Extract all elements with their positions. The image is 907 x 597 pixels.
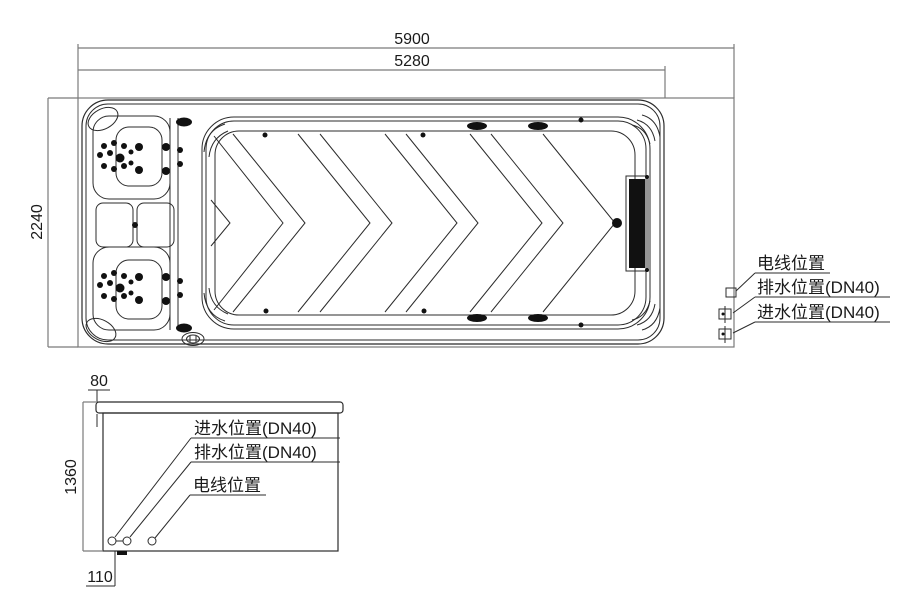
dimension-1360: [82, 401, 103, 552]
callout-inlet-side: 进水位置(DN40): [194, 419, 317, 438]
callout-inlet-top: 进水位置(DN40): [757, 303, 880, 322]
port-inlet: [107, 536, 117, 546]
console-divider: [169, 117, 192, 333]
callout-power-side: 电线位置: [193, 476, 261, 495]
pillow-bottom-left: [85, 317, 117, 343]
top-view-dimensions: [47, 44, 735, 348]
side-connection-ports: [107, 536, 157, 546]
swim-jet-unit: [625, 175, 649, 272]
dim-text-80: 80: [90, 373, 108, 390]
dim-text-110: 110: [87, 569, 113, 586]
callout-power-top: 电线位置: [757, 254, 825, 273]
inlet-connection-symbol: [718, 326, 732, 343]
corner-pillows: [85, 106, 119, 343]
top-view-leaders: [732, 272, 890, 334]
lane-end-marker: [612, 218, 622, 228]
seat-top: [92, 115, 171, 200]
power-connection-symbol: [725, 287, 737, 298]
callout-drain-top: 排水位置(DN40): [757, 278, 880, 297]
chevron-pattern: [210, 133, 622, 313]
seat-top-jets: [97, 140, 170, 175]
dim-text-5280: 5280: [394, 53, 430, 70]
swim-lane: [201, 114, 661, 331]
drain-connection-symbol: [718, 306, 732, 323]
seat-bottom-jets: [97, 270, 170, 305]
side-body: [102, 412, 339, 552]
dimension-80: [88, 389, 110, 427]
control-panel: [181, 332, 205, 346]
port-power: [147, 536, 157, 546]
pillow-top-left: [87, 106, 119, 132]
dim-text-1360: 1360: [63, 459, 80, 495]
console-jet-top: [176, 117, 192, 127]
cabinet-outline: [77, 97, 735, 348]
spa-shell: [81, 99, 665, 345]
side-view-leaders: [114, 437, 340, 539]
port-drain: [122, 536, 132, 546]
seat-bottom: [92, 246, 171, 331]
dimension-110: [86, 551, 116, 587]
footwell: [95, 202, 175, 248]
console-jet-bottom: [176, 323, 192, 333]
dim-text-5900: 5900: [394, 31, 430, 48]
top-view-connection-symbols: [718, 287, 737, 343]
dim-text-2240: 2240: [29, 204, 46, 240]
swim-lane-floor: [214, 130, 636, 316]
lane-jets: [262, 117, 584, 328]
side-rim: [95, 401, 344, 414]
side-view: 80 1360 110 进水位置(DN40) 排水位置(DN40): [63, 373, 344, 587]
drain-stub: [117, 551, 127, 555]
callout-drain-side: 排水位置(DN40): [194, 443, 317, 462]
